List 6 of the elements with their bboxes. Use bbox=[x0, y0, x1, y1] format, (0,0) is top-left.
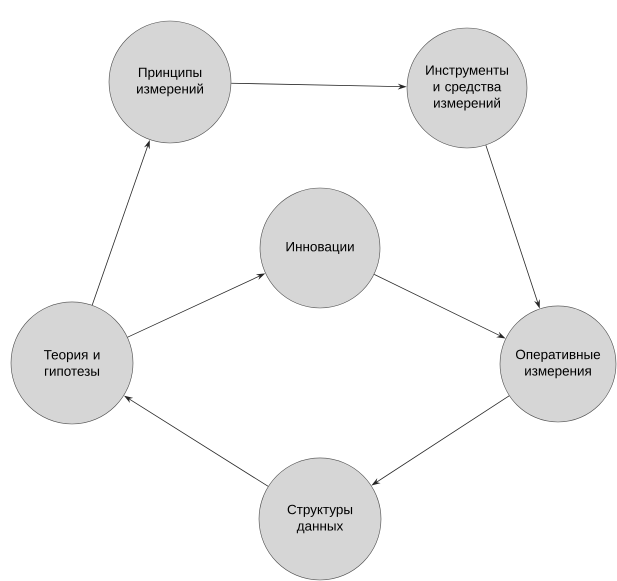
circle-node: Инновации bbox=[260, 188, 380, 308]
circle-node: Теория и гипотезы bbox=[10, 302, 134, 424]
circle-node: Оперативные измерения bbox=[500, 306, 616, 422]
circle-node: Инструменты и средства измерений bbox=[406, 28, 528, 148]
circle-node: Принципы измерений bbox=[108, 20, 232, 144]
circle-node: Структуры данных bbox=[258, 458, 382, 580]
